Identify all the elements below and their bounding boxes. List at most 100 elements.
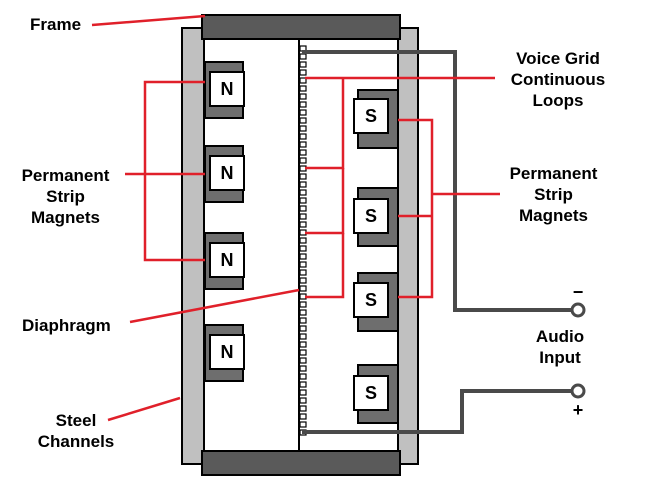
voice-grid-loop bbox=[299, 245, 307, 252]
voice-grid-loop bbox=[299, 381, 307, 388]
magnet-n-4: N bbox=[204, 324, 245, 382]
voice-grid-loop bbox=[299, 389, 307, 396]
voice-grid-loop bbox=[299, 181, 307, 188]
label-diaphragm: Diaphragm bbox=[22, 316, 111, 335]
magnet-n-2-label: N bbox=[221, 163, 234, 183]
magnet-s-1-label: S bbox=[365, 106, 377, 126]
voice-grid-loop bbox=[299, 117, 307, 124]
voice-grid-loop bbox=[299, 285, 307, 292]
magnet-n-1-label: N bbox=[221, 79, 234, 99]
magnet-s-2: S bbox=[353, 187, 399, 247]
leader-frame bbox=[91, 14, 206, 27]
leader-right-magnets bbox=[398, 118, 434, 299]
voice-grid-loop bbox=[299, 421, 307, 428]
label-frame: Frame bbox=[30, 15, 82, 34]
voice-grid-loop bbox=[299, 373, 307, 380]
voice-grid-loop bbox=[299, 253, 307, 260]
voice-grid-loop bbox=[299, 205, 307, 212]
voice-grid-loop bbox=[299, 405, 307, 412]
voice-grid-loop bbox=[299, 365, 307, 372]
magnet-s-4-label: S bbox=[365, 383, 377, 403]
frame-top-bar bbox=[201, 14, 401, 40]
voice-grid-loop bbox=[299, 333, 307, 340]
voice-grid-loop bbox=[299, 133, 307, 140]
label-steel-channels-line2: Channels bbox=[37, 432, 115, 451]
voice-grid-loop bbox=[299, 341, 307, 348]
label-right-magnets-line2: Strip bbox=[534, 185, 573, 204]
leader-voice-grid-branch bbox=[305, 78, 345, 170]
voice-grid-loop bbox=[299, 397, 307, 404]
voice-grid-loop bbox=[299, 69, 307, 76]
voice-grid-loop bbox=[299, 125, 307, 132]
voice-grid-loop bbox=[299, 189, 307, 196]
label-left-magnets: Permanent Strip Magnets bbox=[8, 165, 123, 228]
magnet-s-1: S bbox=[353, 89, 399, 149]
voice-grid-loop bbox=[299, 61, 307, 68]
voice-grid-loop bbox=[299, 173, 307, 180]
wire-negative bbox=[302, 50, 572, 312]
label-voice-grid-line2: Continuous bbox=[510, 70, 606, 89]
magnet-n-4-label: N bbox=[221, 342, 234, 362]
leader-voice-grid-branch3 bbox=[305, 233, 345, 299]
voice-grid-loop bbox=[299, 85, 307, 92]
label-left-magnets-line2: Strip bbox=[46, 187, 85, 206]
wire-positive bbox=[302, 389, 572, 434]
voice-grid-loop bbox=[299, 197, 307, 204]
label-audio-input-line2: Input bbox=[539, 348, 581, 367]
magnet-n-2: N bbox=[204, 145, 245, 203]
label-right-magnets-line3: Magnets bbox=[519, 206, 588, 225]
voice-grid-loop bbox=[299, 325, 307, 332]
label-right-magnets-line1: Permanent bbox=[509, 164, 598, 183]
voice-grid-loop bbox=[299, 157, 307, 164]
voice-grid-loop bbox=[299, 317, 307, 324]
voice-grid-loop bbox=[299, 269, 307, 276]
voice-grid-loop bbox=[299, 349, 307, 356]
label-voice-grid-line3: Loops bbox=[532, 91, 584, 110]
voice-grid-loop bbox=[299, 301, 307, 308]
magnet-n-1: N bbox=[204, 61, 245, 119]
voice-grid-loop bbox=[299, 357, 307, 364]
label-voice-grid-line1: Voice Grid bbox=[516, 49, 600, 68]
polarity-negative: − bbox=[573, 282, 584, 302]
label-steel-channels-line1: Steel bbox=[55, 411, 97, 430]
voice-grid-loop bbox=[299, 77, 307, 84]
leader-diaphragm bbox=[129, 288, 300, 324]
terminal-positive bbox=[570, 383, 586, 399]
voice-grid-loop bbox=[299, 53, 307, 60]
steel-channel-left bbox=[181, 27, 205, 465]
voice-grid-loop bbox=[299, 237, 307, 244]
polarity-positive: + bbox=[573, 400, 584, 420]
leader-voice-grid-branch2 bbox=[305, 168, 345, 235]
label-steel-channels: Steel Channels bbox=[28, 410, 124, 452]
label-left-magnets-line3: Magnets bbox=[31, 208, 100, 227]
voice-grid-loop bbox=[299, 109, 307, 116]
magnet-s-3-label: S bbox=[365, 290, 377, 310]
steel-channel-right bbox=[397, 27, 419, 465]
label-voice-grid: Voice Grid Continuous Loops bbox=[498, 48, 618, 111]
voice-grid-loop bbox=[299, 221, 307, 228]
voice-grid-loop bbox=[299, 93, 307, 100]
magnet-s-2-label: S bbox=[365, 206, 377, 226]
voice-grid-loops bbox=[299, 45, 307, 436]
magnet-s-4: S bbox=[353, 364, 399, 424]
voice-grid-loop bbox=[299, 261, 307, 268]
voice-grid-loop bbox=[299, 213, 307, 220]
magnet-n-3-label: N bbox=[221, 250, 234, 270]
voice-grid-loop bbox=[299, 149, 307, 156]
magnet-s-3: S bbox=[353, 272, 399, 332]
voice-grid-loop bbox=[299, 101, 307, 108]
voice-grid-loop bbox=[299, 277, 307, 284]
label-audio-input-line1: Audio bbox=[535, 327, 585, 346]
label-audio-input: Audio Input bbox=[520, 326, 600, 368]
label-right-magnets: Permanent Strip Magnets bbox=[496, 163, 611, 226]
voice-grid-loop bbox=[299, 309, 307, 316]
frame-bottom-bar bbox=[201, 450, 401, 476]
magnet-n-3: N bbox=[204, 232, 245, 290]
leader-left-magnets bbox=[143, 80, 205, 262]
leader-steel-channels bbox=[107, 396, 181, 422]
terminal-negative bbox=[570, 302, 586, 318]
voice-grid-loop bbox=[299, 413, 307, 420]
label-left-magnets-line1: Permanent bbox=[21, 166, 110, 185]
